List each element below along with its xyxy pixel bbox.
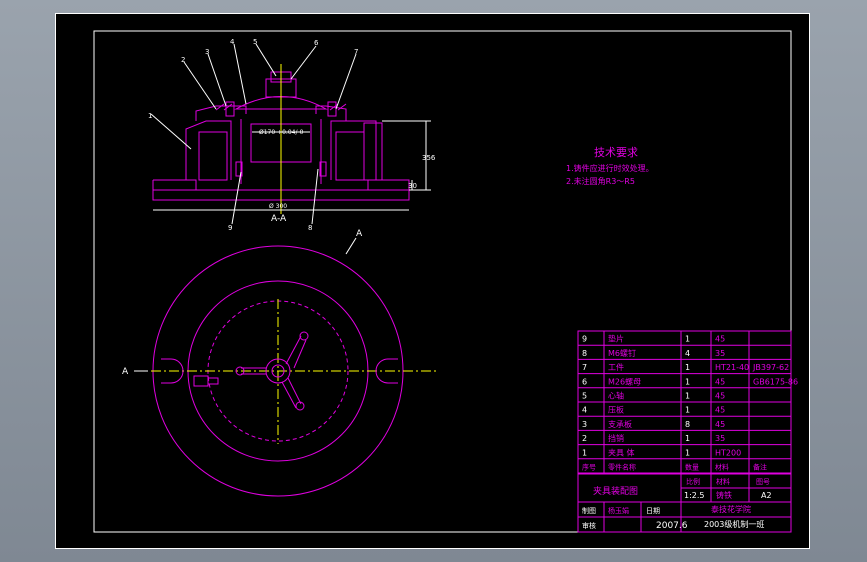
bom-cell-no: 7 xyxy=(582,363,587,372)
balloon-1: 1 xyxy=(148,112,152,120)
school-name: 泰技花学院 xyxy=(711,504,751,514)
bom-header-qty: 数量 xyxy=(685,463,699,472)
bom-cell-name: 挡销 xyxy=(608,433,624,443)
bom-cell-name: 夹具 体 xyxy=(608,447,635,457)
bom-cell-material: 45 xyxy=(715,406,725,415)
axis-label-left: A xyxy=(122,367,129,377)
inner-border xyxy=(93,30,792,533)
bom-header-name: 零件名称 xyxy=(608,463,636,472)
drawing-no-label: 图号 xyxy=(756,478,770,486)
bom-cell-qty: 1 xyxy=(685,335,690,344)
bom-cell-material: 45 xyxy=(715,335,725,344)
balloon-7: 7 xyxy=(354,48,358,56)
cad-drawing: 1 2 3 4 5 6 7 8 9 Ø170 +0.04/-0 Ø 300 35… xyxy=(93,30,798,533)
requirements-heading: 技术要求 xyxy=(594,146,638,159)
bom-cell-note: GB6175-86 xyxy=(753,377,798,386)
balloon-8: 8 xyxy=(308,224,312,232)
bom-cell-name: 支承板 xyxy=(608,419,632,429)
bom-cell-no: 9 xyxy=(582,335,587,344)
dim-step: 30 xyxy=(408,182,417,190)
bom-header-note: 备注 xyxy=(753,463,767,472)
bom-cell-name: 心轴 xyxy=(608,391,624,401)
balloon-5: 5 xyxy=(253,38,257,46)
dim-base: Ø 300 xyxy=(269,203,287,210)
bom-cell-material: 35 xyxy=(715,349,725,358)
balloon-4: 4 xyxy=(230,38,235,46)
bom-cell-qty: 8 xyxy=(685,420,690,429)
material-label: 材料 xyxy=(716,477,730,486)
bom-header-no: 序号 xyxy=(582,463,596,472)
bom-table xyxy=(577,330,792,533)
bom-cell-qty: 1 xyxy=(685,392,690,401)
scale-value: 1:2.5 xyxy=(684,491,705,500)
bom-cell-name: 垫片 xyxy=(608,334,624,344)
bom-cell-no: 5 xyxy=(582,392,587,401)
checked-label: 审核 xyxy=(582,521,596,530)
bom-cell-material: 45 xyxy=(715,377,725,386)
bom-cell-no: 6 xyxy=(582,377,587,386)
dim-bore: Ø170 +0.04/-0 xyxy=(259,129,304,136)
bom-cell-material: 45 xyxy=(715,392,725,401)
bom-cell-name: 工件 xyxy=(608,362,624,372)
bom-cell-no: 3 xyxy=(582,420,587,429)
balloon-9: 9 xyxy=(228,224,232,232)
bom-cell-no: 4 xyxy=(582,406,587,415)
bom-cell-material: HT21-40 xyxy=(715,363,749,372)
balloon-3: 3 xyxy=(205,48,209,56)
bom-cell-material: 45 xyxy=(715,420,725,429)
size-value: A2 xyxy=(761,491,772,500)
section-view xyxy=(150,43,431,225)
bom-cell-material: HT200 xyxy=(715,448,741,457)
bom-cell-qty: 1 xyxy=(685,434,690,443)
date-value: 2007.6 xyxy=(656,521,688,531)
bom-cell-qty: 1 xyxy=(685,448,690,457)
date-label: 日期 xyxy=(646,507,660,515)
section-title: A-A xyxy=(271,214,287,224)
bom-cell-qty: 4 xyxy=(685,349,690,358)
balloon-6: 6 xyxy=(314,39,319,47)
bom-cell-name: 压板 xyxy=(608,405,624,415)
bom-cell-note: JB397-62 xyxy=(752,363,789,372)
bom-header-material: 材料 xyxy=(715,463,729,472)
drawing-name: 夹具装配图 xyxy=(593,485,638,497)
section-arrow-label: A xyxy=(356,229,363,239)
drawn-name: 杨玉娟 xyxy=(608,506,629,515)
dim-height: 356 xyxy=(422,154,436,162)
bom-cell-material: 35 xyxy=(715,434,725,443)
bom-cell-qty: 1 xyxy=(685,363,690,372)
drawing-sheet: 1 2 3 4 5 6 7 8 9 Ø170 +0.04/-0 Ø 300 35… xyxy=(55,13,810,549)
plan-view xyxy=(134,237,436,497)
bom-cell-no: 8 xyxy=(582,349,587,358)
bom-cell-no: 2 xyxy=(582,434,587,443)
bom-cell-name: M26螺母 xyxy=(608,376,641,386)
drawn-label: 制图 xyxy=(582,506,596,515)
bom-cell-no: 1 xyxy=(582,448,587,457)
requirement-2: 2.未注圆角R3～R5 xyxy=(566,176,635,186)
scale-label: 比例 xyxy=(686,477,700,486)
bom-cell-qty: 1 xyxy=(685,377,690,386)
class-name: 2003级机制一班 xyxy=(704,519,764,529)
balloon-2: 2 xyxy=(181,56,185,64)
requirement-1: 1.铸件应进行时效处理。 xyxy=(566,163,654,173)
bom-cell-name: M6螺钉 xyxy=(608,348,636,358)
title-block xyxy=(578,473,791,532)
bom-cell-qty: 1 xyxy=(685,406,690,415)
material-value: 铸铁 xyxy=(716,490,732,500)
